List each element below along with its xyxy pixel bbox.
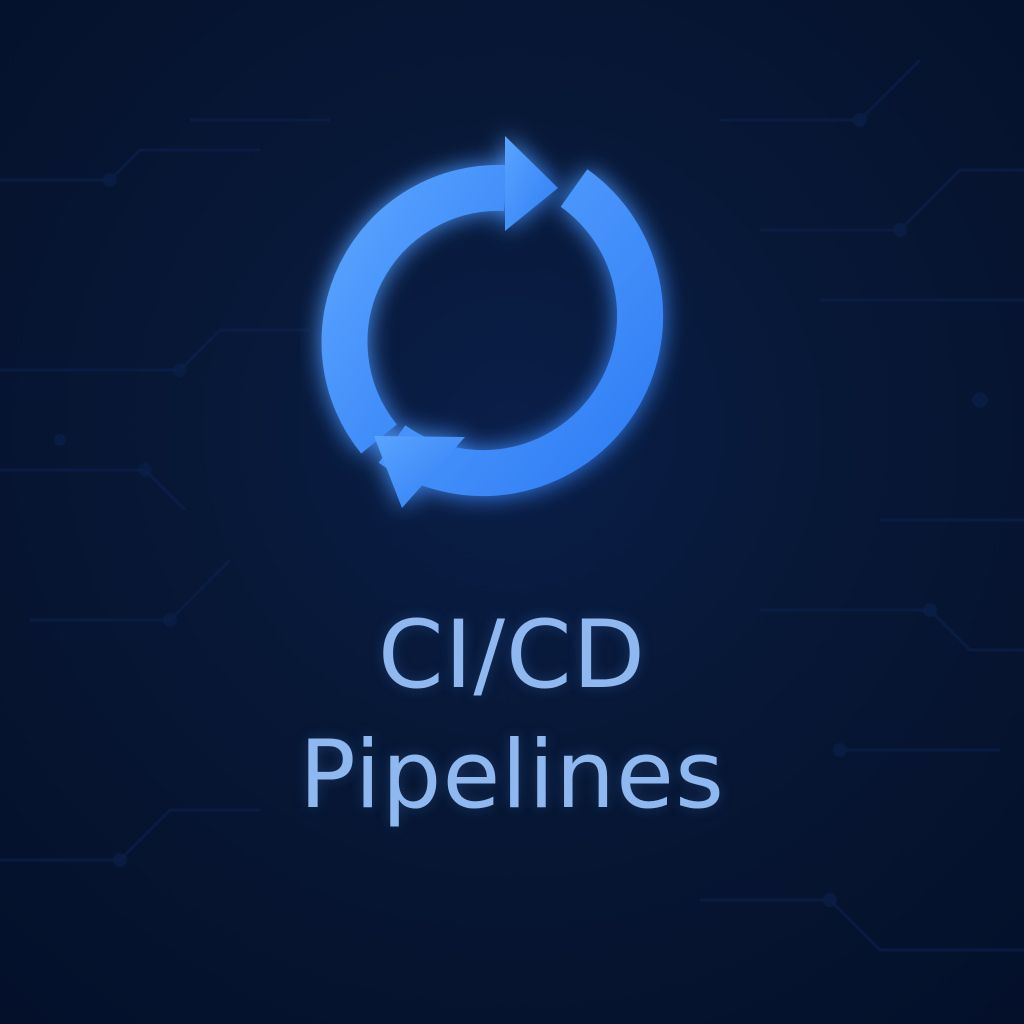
page-title: CI/CD Pipelines — [0, 596, 1024, 836]
refresh-cycle-icon — [321, 136, 663, 508]
title-line-2: Pipelines — [299, 721, 725, 830]
title-line-1: CI/CD — [377, 601, 647, 710]
